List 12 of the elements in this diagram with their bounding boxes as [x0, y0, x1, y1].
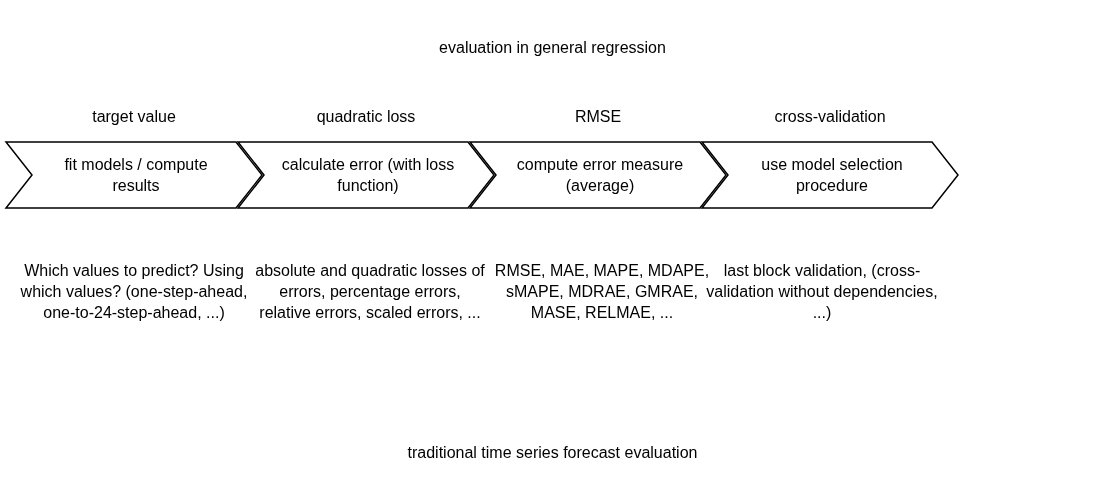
step-label: use model selection procedure: [760, 155, 904, 196]
step-label: calculate error (with loss function): [280, 155, 456, 196]
diagram-title: evaluation in general regression: [439, 39, 666, 56]
step-heading: RMSE: [574, 108, 622, 125]
step-description: Which values to predict? Using which values? (one-step-ahead, one-to-24-step-ahead, ...): [20, 262, 248, 321]
step-heading: cross-validation: [774, 108, 886, 125]
step-label: fit models / compute results: [63, 155, 209, 196]
diagram-caption: traditional time series forecast evaluation: [407, 444, 698, 461]
step-label: compute error measure (average): [515, 155, 685, 196]
step-heading: quadratic loss: [316, 108, 416, 125]
step-description: absolute and quadratic losses of errors, percentage errors, relative errors, scaled errors, ...: [255, 262, 485, 321]
step-heading: target value: [92, 108, 176, 125]
